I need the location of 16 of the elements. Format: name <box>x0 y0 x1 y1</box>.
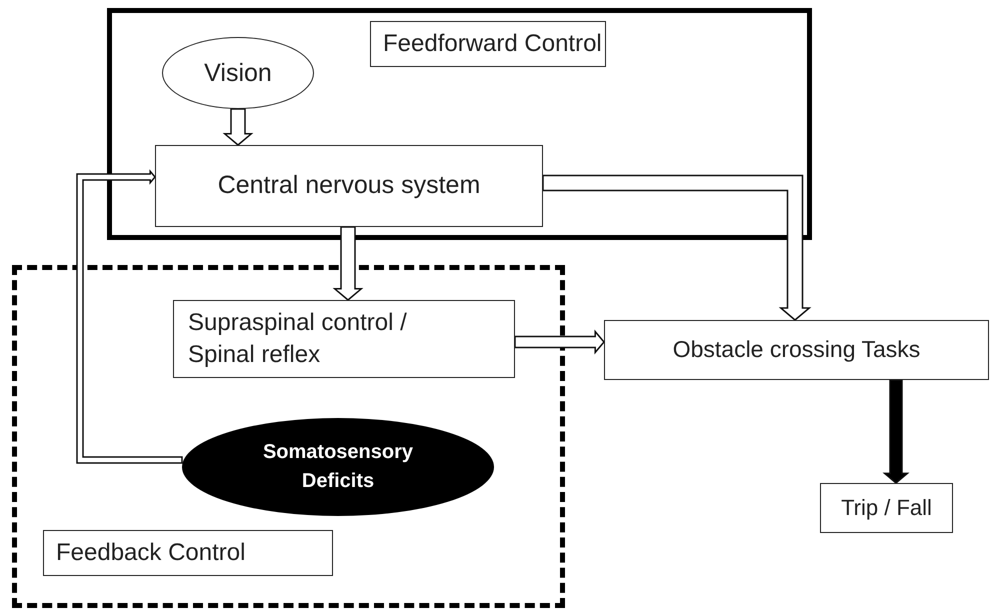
block-arrow <box>514 330 605 354</box>
process-box: Supraspinal control / Spinal reflex <box>173 300 515 378</box>
block-arrow <box>882 379 910 484</box>
process-box: Trip / Fall <box>820 483 953 533</box>
ellipse-node: Somatosensory Deficits <box>182 418 494 516</box>
group-frame <box>107 8 812 240</box>
group-heading: Feedback Control <box>43 530 333 576</box>
block-arrow <box>542 174 812 321</box>
group-heading: Feedforward Control <box>370 21 606 67</box>
block-arrow <box>332 226 364 301</box>
block-arrow <box>222 108 254 146</box>
dashed-group-frame <box>12 265 565 608</box>
process-box: Central nervous system <box>155 145 543 227</box>
process-box: Obstacle crossing Tasks <box>604 320 989 380</box>
block-arrow <box>76 169 183 464</box>
ellipse-node: Vision <box>162 37 314 109</box>
